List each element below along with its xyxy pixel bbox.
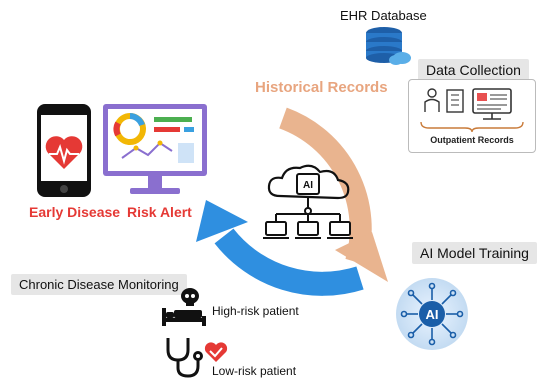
ai-chip-text: AI — [303, 180, 313, 191]
outpatient-records-card: Outpatient Records — [408, 79, 536, 153]
bracket-icon — [420, 121, 524, 132]
blue-arrowhead — [196, 200, 248, 242]
database-cloud-icon — [366, 27, 411, 65]
doctor-hospital-screen-icon — [424, 88, 512, 120]
monitor-dashboard-icon — [103, 104, 207, 194]
skull-bed-icon — [162, 288, 206, 326]
smartphone-heart-icon — [37, 104, 91, 197]
historical-records-label: Historical Records — [255, 79, 388, 96]
ai-cloud-network-icon: AI — [263, 164, 353, 239]
outpatient-records-label: Outpatient Records — [430, 135, 514, 145]
ai-model-training-label: AI Model Training — [412, 242, 537, 264]
early-disease-label: Early Disease — [29, 204, 121, 220]
risk-alert-label: Risk Alert — [127, 204, 192, 220]
high-risk-patient-label: High-risk patient — [212, 304, 299, 318]
ai-neural-hub-icon: AI — [396, 278, 468, 350]
stethoscope-heart-icon — [166, 338, 228, 378]
blue-arc-arrow — [214, 228, 364, 296]
ai-hub-text: AI — [426, 307, 439, 322]
data-collection-label: Data Collection — [418, 59, 529, 81]
ehr-database-label: EHR Database — [340, 8, 427, 23]
low-risk-patient-label: Low-risk patient — [212, 364, 297, 378]
chronic-monitoring-label: Chronic Disease Monitoring — [11, 274, 187, 295]
orange-arrowhead — [335, 232, 388, 282]
